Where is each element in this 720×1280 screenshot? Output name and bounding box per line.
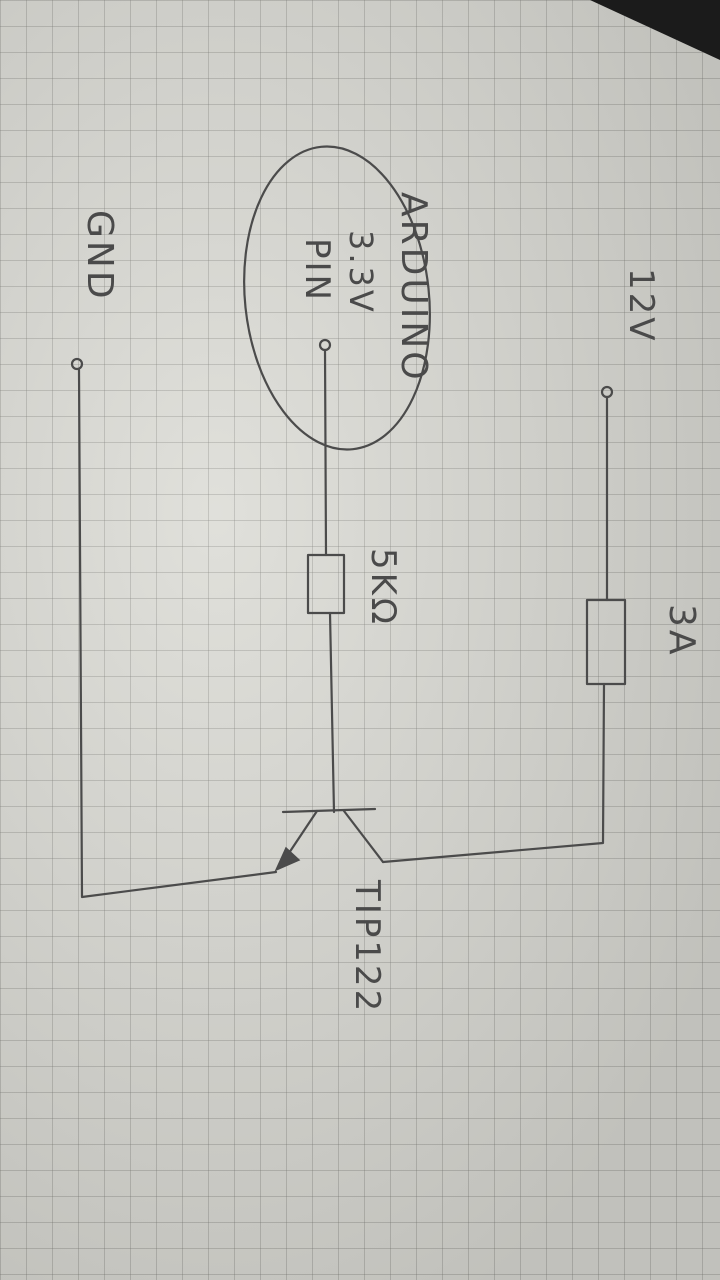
ground-wire bbox=[77, 368, 278, 899]
base-wire bbox=[328, 611, 336, 814]
transistor-model-label: TIP122 bbox=[347, 879, 387, 1014]
pin-wire bbox=[323, 348, 328, 557]
pin-voltage-label: 3.3V bbox=[342, 230, 380, 315]
fuse-rating-label: 3A bbox=[661, 604, 702, 658]
emitter-arrow bbox=[274, 846, 301, 872]
resistor-symbol bbox=[306, 553, 346, 615]
arduino-label: ARDUINO bbox=[393, 192, 434, 383]
transistor-collector bbox=[342, 809, 385, 864]
supply-terminal bbox=[600, 385, 614, 399]
pin-terminal bbox=[318, 338, 332, 352]
arduino-outline bbox=[243, 145, 431, 451]
ground-terminal bbox=[70, 357, 84, 371]
pin-label: PIN bbox=[297, 238, 337, 303]
fuse-symbol bbox=[585, 598, 627, 686]
ground-label: GND bbox=[79, 210, 120, 302]
transistor-base-bar bbox=[281, 807, 377, 814]
resistor-value-label: 5KΩ bbox=[363, 548, 403, 627]
collector-wire bbox=[381, 682, 606, 864]
supply-voltage-label: 12V bbox=[621, 268, 661, 344]
